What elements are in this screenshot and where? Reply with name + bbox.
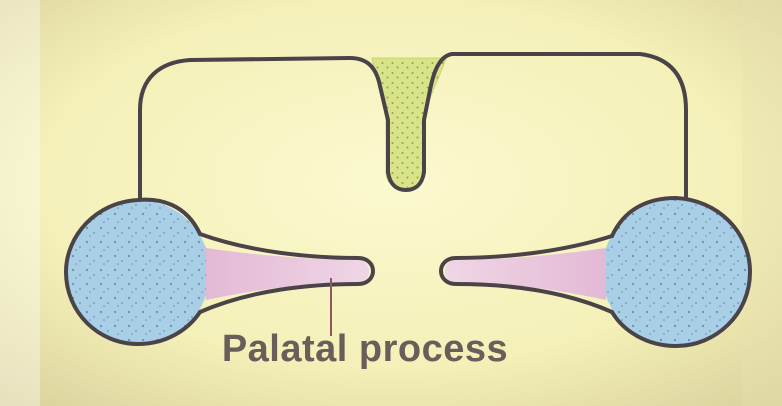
palatal-process-label: Palatal process: [150, 328, 580, 371]
